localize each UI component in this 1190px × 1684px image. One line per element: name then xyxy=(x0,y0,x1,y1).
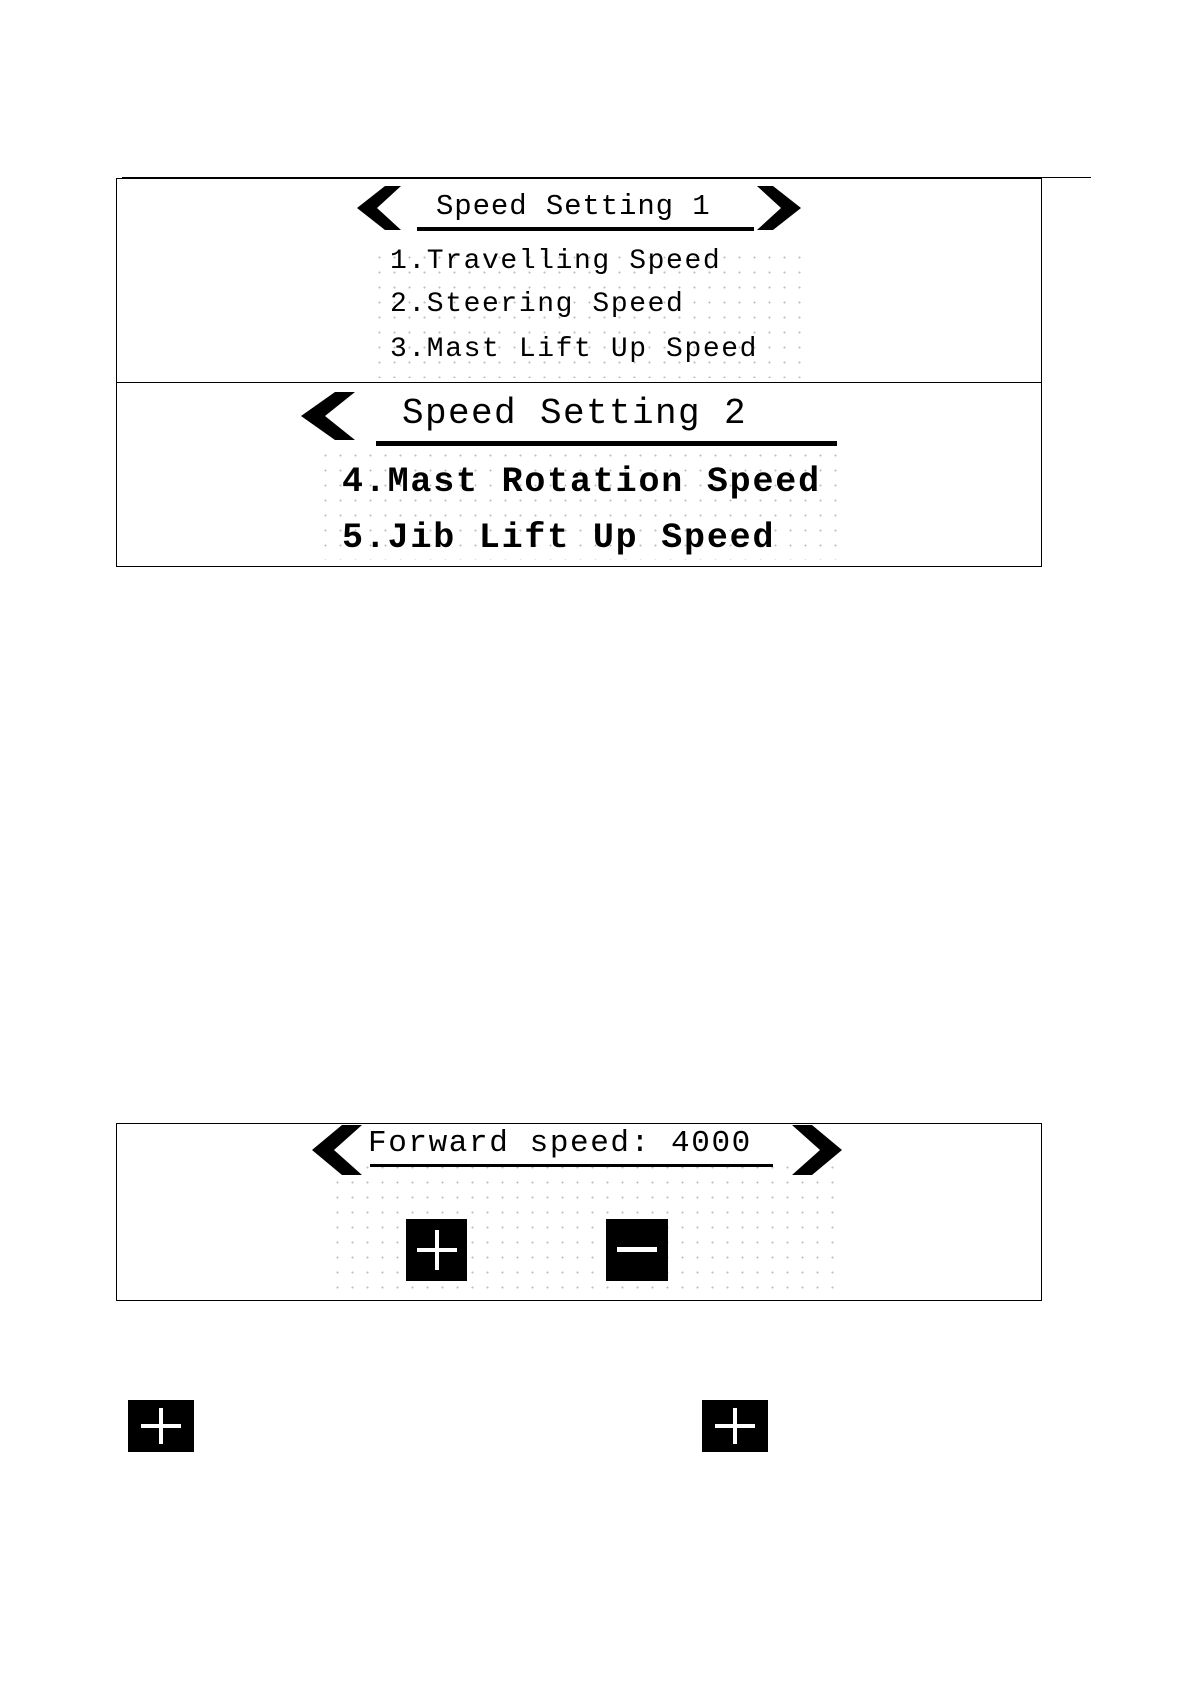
chevron-left-icon[interactable] xyxy=(301,392,355,440)
menu-item[interactable]: 2.Steering Speed xyxy=(390,291,684,319)
plus-icon xyxy=(712,1406,758,1446)
screen-title: Forward speed: 4000 xyxy=(368,1128,752,1159)
increase-button[interactable] xyxy=(406,1219,467,1281)
title-underline xyxy=(370,1164,773,1167)
title-underline xyxy=(376,441,837,446)
chevron-left-icon[interactable] xyxy=(312,1125,362,1175)
menu-item[interactable]: 5.Jib Lift Up Speed xyxy=(342,521,775,556)
decrease-button[interactable] xyxy=(606,1219,668,1281)
plus-icon-example xyxy=(702,1400,768,1452)
plus-icon xyxy=(415,1228,459,1272)
menu-item[interactable]: 1.Travelling Speed xyxy=(390,248,721,276)
chevron-right-icon[interactable] xyxy=(757,186,801,230)
title-underline xyxy=(417,227,754,231)
minus-icon xyxy=(615,1228,659,1272)
plus-icon xyxy=(138,1406,184,1446)
chevron-left-icon[interactable] xyxy=(357,186,401,230)
screen-title: Speed Setting 1 xyxy=(436,192,711,221)
chevron-right-icon[interactable] xyxy=(792,1125,842,1175)
plus-icon-example xyxy=(128,1400,194,1452)
menu-item[interactable]: 3.Mast Lift Up Speed xyxy=(390,336,758,364)
menu-item[interactable]: 4.Mast Rotation Speed xyxy=(342,465,821,500)
screen-title: Speed Setting 2 xyxy=(402,396,747,432)
